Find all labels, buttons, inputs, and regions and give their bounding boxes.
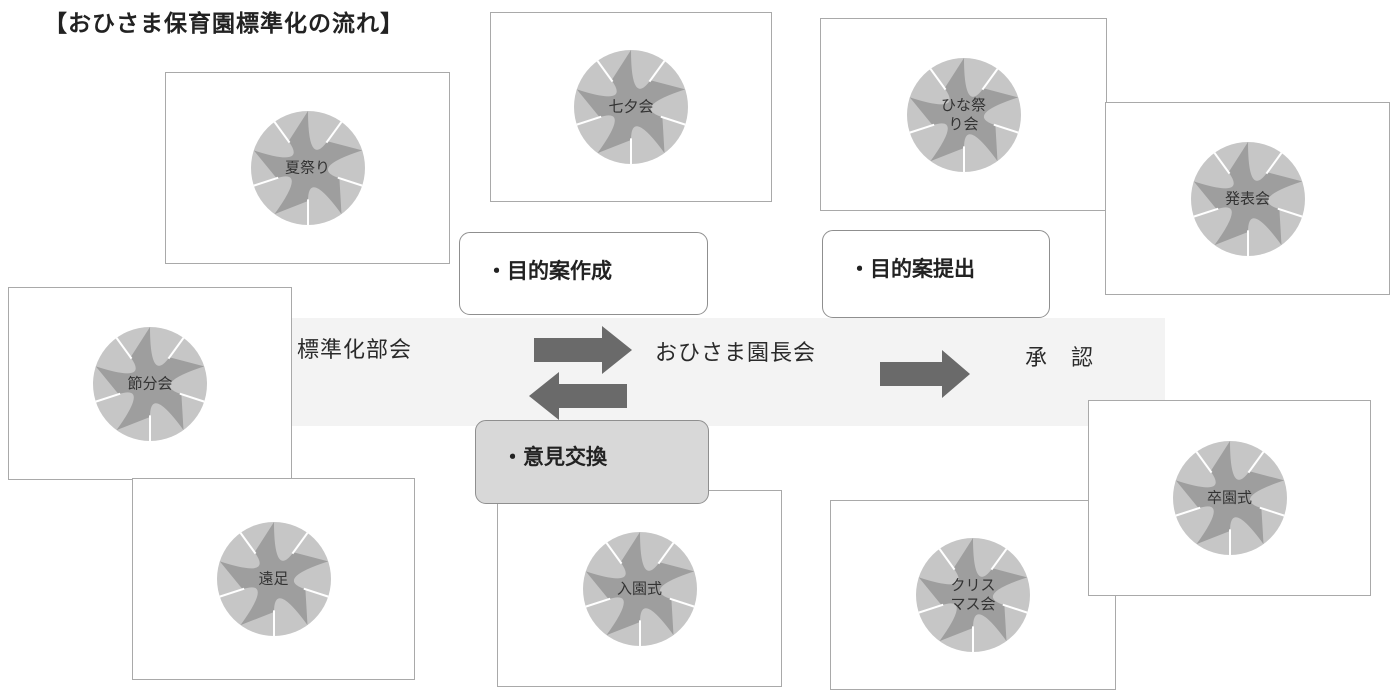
arrow-left-icon [529, 372, 627, 420]
event-card-setsubun: 節分会 [8, 287, 292, 480]
star-badge-icon [906, 57, 1021, 172]
event-label: 七夕会 [608, 97, 654, 116]
event-card-ensoku: 遠足 [132, 478, 415, 680]
star-badge-icon [1190, 141, 1305, 256]
flow-step-approval: 承 認 [1025, 346, 1095, 371]
arrow-right-icon [534, 326, 632, 374]
event-badge: 節分会 [92, 326, 208, 442]
event-badge: 夏祭り [250, 110, 366, 226]
event-card-hinamatsuri: ひな祭り会 [820, 18, 1107, 211]
note-submit-purpose: ・目的案提出 [822, 230, 1050, 318]
event-label: 卒園式 [1206, 488, 1252, 507]
event-badge: 入園式 [582, 531, 698, 647]
star-badge-icon [1172, 441, 1287, 555]
flow-band [260, 318, 1165, 426]
flow-step-standardization-committee: 標準化部会 [297, 338, 413, 363]
star-badge-icon [93, 326, 207, 441]
event-label: 節分会 [127, 374, 173, 392]
note-exchange-opinions: ・意見交換 [475, 420, 709, 504]
star-badge-icon [916, 538, 1030, 652]
event-label: 入園式 [616, 579, 662, 597]
arrow-right-icon [880, 350, 970, 398]
event-badge: 七夕会 [573, 49, 689, 165]
star-badge-icon [250, 111, 365, 225]
note-draft-purpose: ・目的案作成 [459, 232, 708, 315]
event-card-natsumatsuri: 夏祭り [165, 72, 450, 264]
event-label: クリスマス会 [950, 576, 996, 613]
event-label: 夏祭り [284, 158, 330, 177]
event-label: 発表会 [1224, 189, 1270, 207]
star-badge-icon [216, 522, 331, 636]
flow-step-directors-meeting: おひさま園長会 [655, 341, 817, 366]
star-badge-icon [574, 50, 688, 164]
event-card-nyuenshiki: 入園式 [497, 490, 782, 687]
event-card-happyoukai: 発表会 [1105, 102, 1390, 295]
event-label: 遠足 [258, 569, 289, 588]
event-badge: クリスマス会 [915, 537, 1031, 653]
event-card-tanabata: 七夕会 [490, 12, 772, 202]
event-badge: 発表会 [1190, 141, 1306, 257]
event-label: ひな祭り会 [940, 95, 986, 133]
event-badge: 遠足 [216, 521, 332, 637]
event-card-sotsuenshiki: 卒園式 [1088, 400, 1371, 596]
event-badge: 卒園式 [1172, 440, 1288, 556]
event-card-christmas: クリスマス会 [830, 500, 1116, 690]
star-badge-icon [582, 531, 697, 646]
page-title: 【おひさま保育園標準化の流れ】 [44, 10, 404, 37]
event-badge: ひな祭り会 [906, 57, 1022, 173]
